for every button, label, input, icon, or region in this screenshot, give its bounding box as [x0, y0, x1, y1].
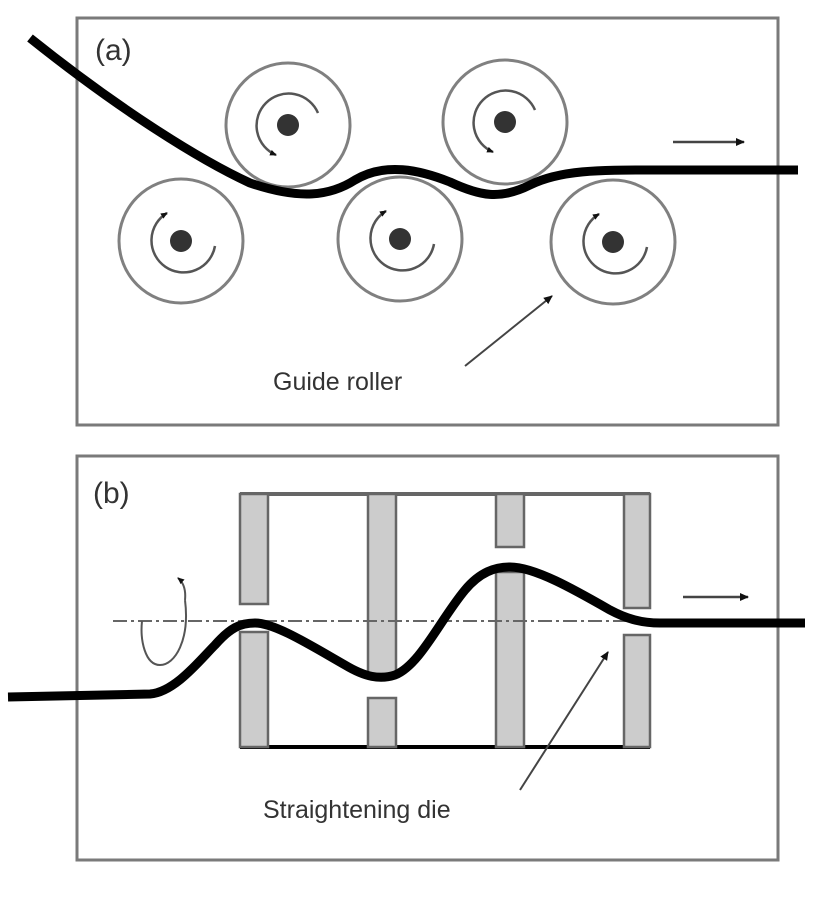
panel-a-label: (a) — [95, 34, 132, 67]
panel-a: (a) — [27, 16, 798, 427]
roller-hub-icon — [170, 230, 192, 252]
panel-b-label: (b) — [93, 477, 130, 510]
guide-roller — [441, 58, 569, 186]
rotation-arrow-icon — [140, 578, 187, 667]
wire-path-a — [27, 34, 798, 199]
straightening-die — [238, 492, 270, 749]
callout-pointer-icon — [464, 295, 553, 367]
wire-path-b — [7, 562, 805, 702]
roller-hub-icon — [494, 111, 516, 133]
roller-hub-icon — [277, 114, 299, 136]
guide-roller — [117, 177, 245, 305]
callout-pointer-icon — [519, 651, 609, 791]
guide-roller — [549, 178, 677, 306]
roller-hub-icon — [602, 231, 624, 253]
straightening-die — [494, 492, 526, 749]
straightening-die — [366, 492, 398, 749]
straightening-die-callout: Straightening die — [263, 796, 451, 824]
panel-b: (b) Straightening die — [7, 454, 805, 862]
guide-roller-callout: Guide roller — [273, 368, 402, 396]
straightening-die — [622, 492, 652, 749]
guide-roller — [224, 61, 352, 189]
roller-hub-icon — [389, 228, 411, 250]
panel-b-frame — [75, 454, 780, 862]
guide-roller — [336, 175, 464, 303]
panel-a-frame — [75, 16, 780, 427]
